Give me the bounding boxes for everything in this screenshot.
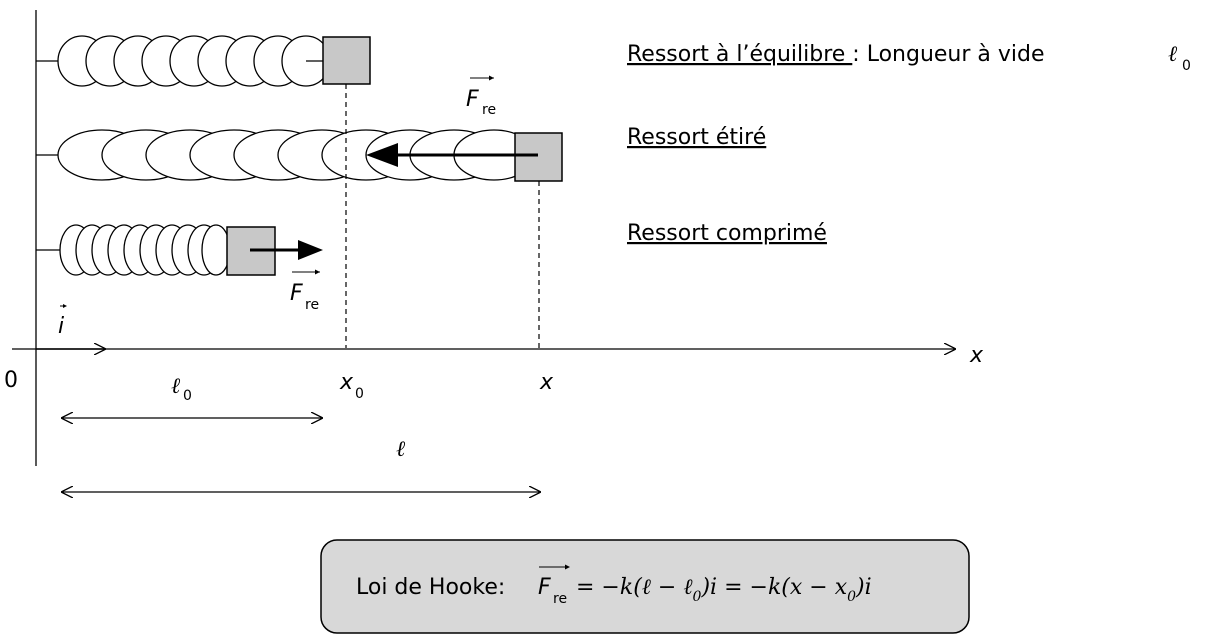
mass-equilibrium xyxy=(322,36,371,85)
formula-part2: ) xyxy=(700,575,710,600)
x-axis-label: x xyxy=(969,343,984,368)
unit-vector-label: i xyxy=(58,304,67,339)
force-letter: F xyxy=(466,87,479,112)
spring-coils xyxy=(57,129,535,181)
title-compressed: Ressort comprimé xyxy=(627,221,827,246)
spring-equilibrium xyxy=(36,35,371,87)
formula-x0-sub: 0 xyxy=(847,589,856,605)
force-subscript: re xyxy=(305,297,319,313)
force-arrow-left xyxy=(366,143,538,167)
force-subscript: re xyxy=(482,102,496,118)
hooke-law-box: Loi de Hooke: F re = −k(ℓ − ℓ0)i = −k(x … xyxy=(320,539,970,634)
formula-part1: = −k(ℓ − ℓ xyxy=(576,575,693,600)
spring-coils xyxy=(59,224,231,276)
force-label-compressed: F re xyxy=(290,269,320,313)
ell0-subscript: 0 xyxy=(183,388,192,404)
equilibrium-title: Ressort à l’équilibre xyxy=(627,42,852,67)
ell0-title-symbol: ℓ xyxy=(1168,42,1178,67)
x0-subscript: 0 xyxy=(355,386,364,402)
title-stretched: Ressort étiré xyxy=(627,125,766,150)
formula-i1: i xyxy=(710,575,717,600)
formula-prefix: Loi de Hooke: xyxy=(356,575,505,600)
ell-label: ℓ xyxy=(396,437,406,462)
mass-stretched xyxy=(514,132,563,182)
spring-compressed xyxy=(36,224,323,276)
unit-vector-letter: i xyxy=(58,314,64,339)
formula-force-letter: F xyxy=(538,575,551,600)
formula-part4: ) xyxy=(855,575,865,600)
svg-text:Loi de Hooke:: Loi de Hooke: xyxy=(356,575,505,600)
force-arrow-right xyxy=(250,240,323,260)
spring-coils xyxy=(57,35,331,87)
formula-i2: i xyxy=(865,575,872,600)
ell0-label: ℓ xyxy=(171,374,181,399)
formula-ell0-sub: 0 xyxy=(693,589,702,605)
spring-stretched xyxy=(36,129,563,182)
x-position-label: x xyxy=(539,370,554,395)
formula-part3: = −k(x − x xyxy=(717,575,848,600)
x0-label: x xyxy=(339,370,354,395)
formula-force-subscript: re xyxy=(553,591,567,607)
svg-text:= −k(ℓ − ℓ0)i = −k(x − x0)i: = −k(ℓ − ℓ0)i = −k(x − x0)i xyxy=(576,575,872,605)
title-equilibrium: Ressort à l’équilibre : Longueur à vide … xyxy=(627,42,1191,74)
origin-label: 0 xyxy=(4,368,18,393)
force-letter: F xyxy=(290,281,303,306)
ell0-title-subscript: 0 xyxy=(1182,58,1191,74)
force-label-stretched: F re xyxy=(466,75,496,118)
svg-text:Ressort à l’équilibre : Longue: Ressort à l’équilibre : Longueur à vide xyxy=(627,42,1045,67)
equilibrium-suffix: : Longueur à vide xyxy=(852,42,1044,67)
